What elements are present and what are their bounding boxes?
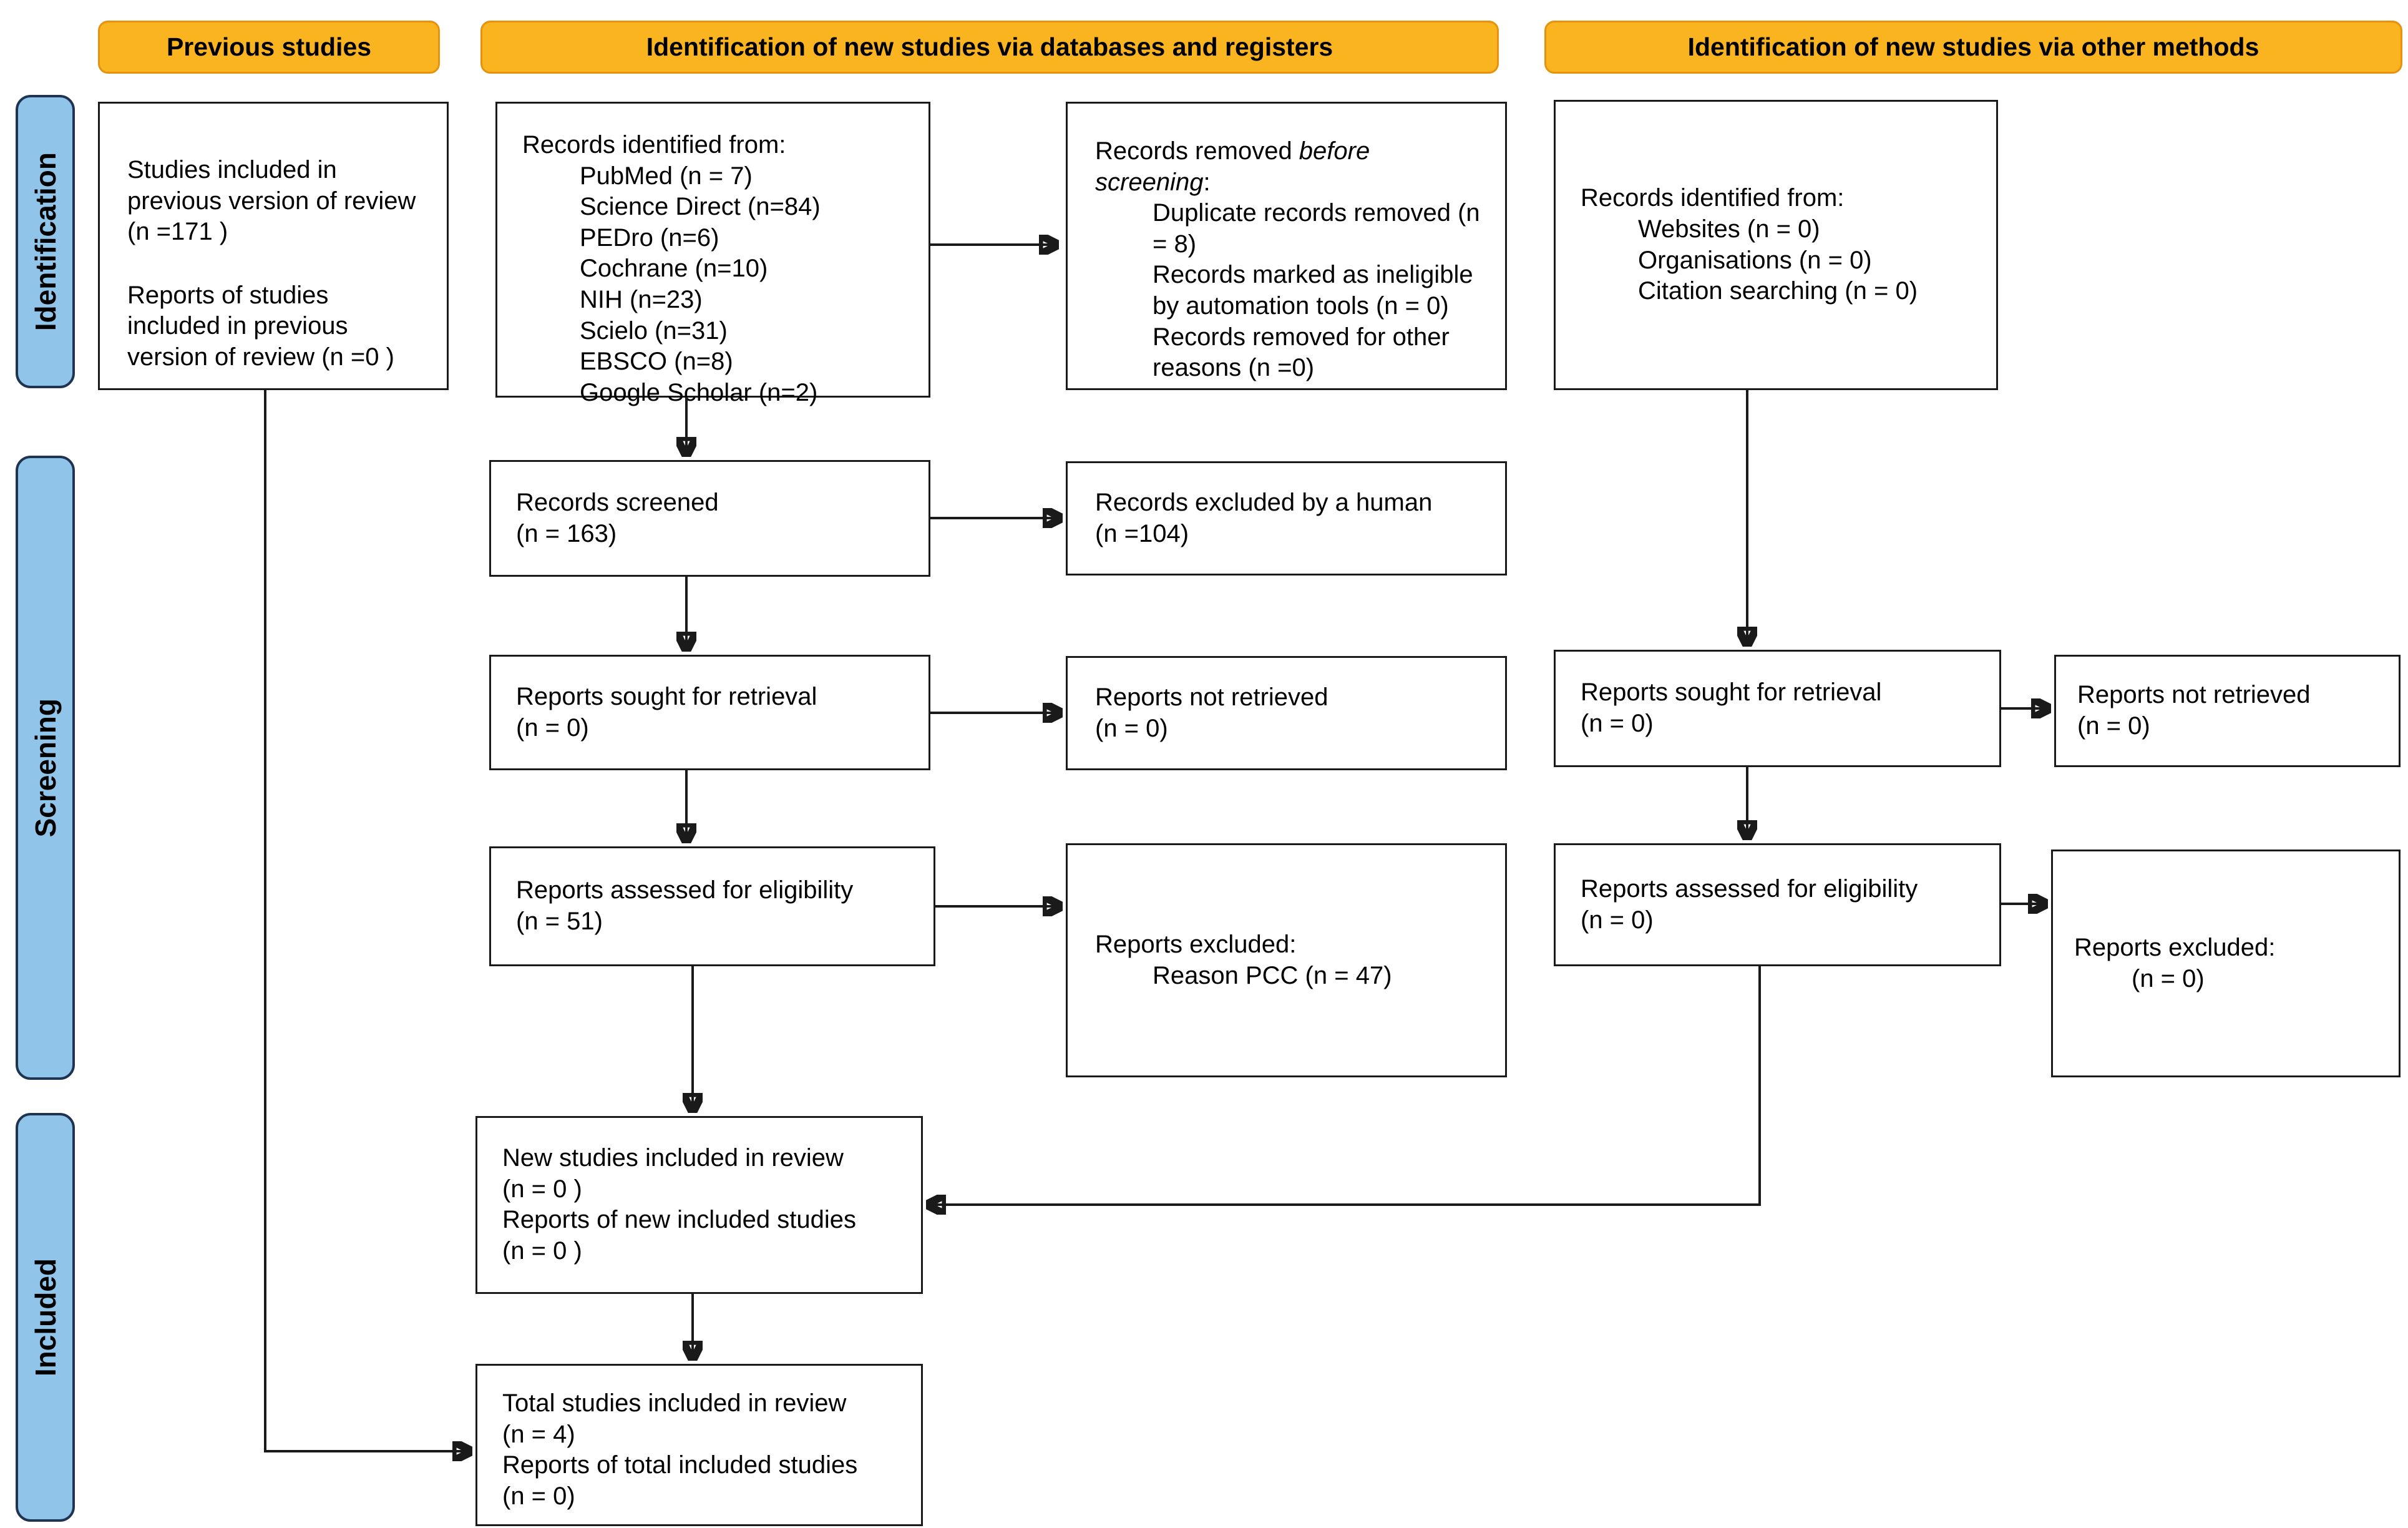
list-item: Duplicate records removed (n = 8): [1153, 199, 1480, 258]
box-total-studies-included: Total studies included in review (n = 4)…: [475, 1364, 923, 1526]
box-text: Reports not retrieved: [1095, 683, 1328, 711]
box-text: Reports sought for retrieval: [516, 682, 817, 710]
box-count: (n = 0 ): [502, 1175, 582, 1203]
box-title: Records identified from:: [522, 131, 786, 159]
box-records-screened: Records screened (n = 163): [489, 460, 930, 577]
header-new-studies-databases: Identification of new studies via databa…: [480, 21, 1499, 74]
list-item: Science Direct (n=84): [580, 193, 821, 221]
list-item: EBSCO (n=8): [580, 348, 733, 376]
box-reports-assessed-databases: Reports assessed for eligibility (n = 51…: [489, 846, 935, 966]
box-reports-sought-other: Reports sought for retrieval (n = 0): [1554, 650, 2001, 767]
box-count: (n = 0): [1581, 710, 1654, 737]
sidebar-tab-included: Included: [16, 1113, 75, 1522]
title-text: :: [1203, 168, 1211, 196]
box-count: (n = 0): [2077, 712, 2150, 740]
title-text: Records removed: [1095, 137, 1299, 165]
box-title: Reports excluded:: [1095, 930, 1297, 958]
box-reports-assessed-other: Reports assessed for eligibility (n = 0): [1554, 843, 2001, 966]
box-text: Reports assessed for eligibility: [516, 876, 854, 904]
header-new-studies-other-methods: Identification of new studies via other …: [1544, 21, 2402, 74]
sidebar-tab-label: Included: [29, 1258, 62, 1377]
list-item: PubMed (n = 7): [580, 162, 753, 190]
box-title: Records removed before screening:: [1095, 136, 1494, 198]
box-text: Records screened: [516, 488, 719, 516]
box-count: (n = 0): [516, 713, 589, 742]
list-item: Reason PCC (n = 47): [1153, 961, 1392, 989]
list-item: Citation searching (n = 0): [1638, 277, 1918, 305]
header-previous-studies: Previous studies: [98, 21, 440, 74]
sidebar-tab-label: Identification: [29, 152, 62, 331]
list-item: Cochrane (n=10): [580, 255, 768, 283]
box-text: Reports of new included studies: [502, 1206, 856, 1234]
header-label: Identification of new studies via other …: [1687, 32, 2259, 61]
list-item: Records marked as ineligible by automati…: [1153, 261, 1473, 320]
box-count: (n = 0): [502, 1482, 575, 1510]
header-label: Identification of new studies via databa…: [646, 32, 1333, 61]
box-count: (n = 51): [516, 908, 603, 935]
box-count: (n = 0): [1581, 906, 1654, 934]
box-text: Records excluded by a human: [1095, 488, 1433, 516]
list-item: Organisations (n = 0): [1638, 246, 1872, 274]
list-item: PEDro (n=6): [580, 223, 719, 252]
box-text: Reports assessed for eligibility: [1581, 874, 1918, 903]
box-records-excluded-by-human: Records excluded by a human (n =104): [1066, 461, 1507, 575]
box-reports-excluded-databases: Reports excluded: Reason PCC (n = 47): [1066, 843, 1507, 1077]
box-reports-excluded-other: Reports excluded: (n = 0): [2051, 850, 2401, 1077]
box-text: New studies included in review: [502, 1144, 844, 1172]
box-text: Reports sought for retrieval: [1581, 678, 1882, 707]
box-title: Reports excluded:: [2074, 933, 2276, 961]
box-count: (n =104): [1095, 519, 1189, 547]
box-text: Total studies included in review: [502, 1389, 847, 1417]
title-italic-text: before screening: [1095, 137, 1370, 196]
box-text: Reports of studies included in previous …: [127, 281, 394, 371]
box-text: Reports not retrieved: [2077, 681, 2311, 709]
header-label: Previous studies: [166, 32, 372, 61]
box-count: (n = 0): [1095, 714, 1168, 742]
list-item: Records removed for other reasons (n =0): [1153, 323, 1450, 382]
box-text: Studies included in previous version of …: [127, 156, 416, 246]
arrow-previous-to-total-studies: [264, 390, 470, 1451]
sidebar-tab-identification: Identification: [16, 95, 75, 388]
box-records-removed-before-screening: Records removed before screening: Duplic…: [1066, 102, 1507, 390]
box-previous-studies: Studies included in previous version of …: [98, 102, 449, 390]
list-item: (n = 0): [2132, 964, 2205, 992]
box-new-studies-included: New studies included in review (n = 0 ) …: [475, 1116, 923, 1294]
box-text: Reports of total included studies: [502, 1451, 858, 1479]
box-count: (n = 0 ): [502, 1237, 582, 1265]
box-count: (n = 4): [502, 1420, 575, 1448]
box-count: (n = 163): [516, 519, 617, 547]
sidebar-tab-label: Screening: [29, 698, 62, 838]
list-item: Google Scholar (n=2): [580, 378, 818, 406]
box-reports-sought-databases: Reports sought for retrieval (n = 0): [489, 655, 930, 770]
box-reports-not-retrieved-databases: Reports not retrieved (n = 0): [1066, 656, 1507, 770]
list-item: Websites (n = 0): [1638, 215, 1820, 243]
list-item: Scielo (n=31): [580, 316, 728, 345]
box-records-identified-databases: Records identified from: PubMed (n = 7) …: [495, 102, 930, 406]
box-reports-not-retrieved-other: Reports not retrieved (n = 0): [2054, 655, 2401, 767]
box-records-identified-other: Records identified from: Websites (n = 0…: [1554, 100, 1998, 390]
box-title: Records identified from:: [1581, 184, 1845, 212]
list-item: NIH (n=23): [580, 285, 703, 313]
sidebar-tab-screening: Screening: [16, 456, 75, 1080]
